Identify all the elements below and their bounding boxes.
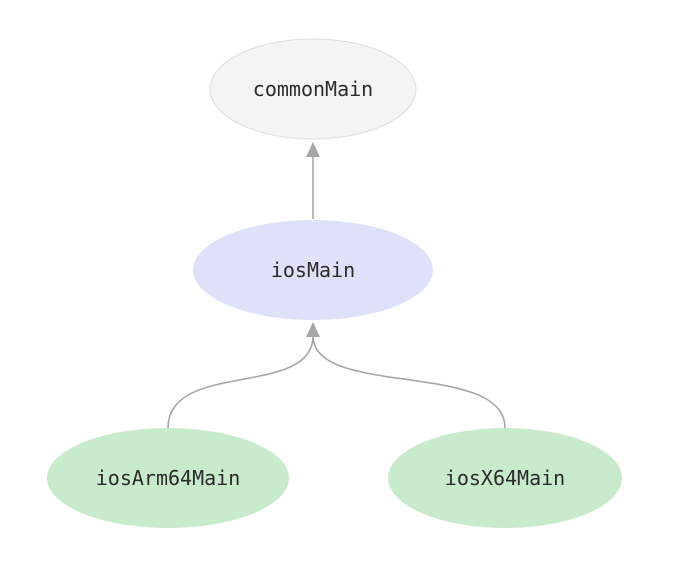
node-ios-x64-main[interactable]: iosX64Main xyxy=(388,428,622,528)
arrowhead-iosmain xyxy=(306,322,320,337)
node-ios-arm64-main-shape xyxy=(47,428,289,528)
arrowhead-commonmain xyxy=(306,142,320,157)
node-ios-main-label: iosMain xyxy=(271,258,355,282)
node-ios-main-shape xyxy=(193,220,433,320)
edges xyxy=(167,142,506,429)
node-common-main-label: commonMain xyxy=(253,77,373,101)
node-ios-arm64-main-label: iosArm64Main xyxy=(96,466,241,490)
node-common-main-shape xyxy=(209,38,417,140)
edge-iosarm64main-to-iosmain xyxy=(167,335,314,429)
node-ios-arm64-main[interactable]: iosArm64Main xyxy=(47,428,289,528)
node-ios-x64-main-label: iosX64Main xyxy=(445,466,565,490)
node-ios-main[interactable]: iosMain xyxy=(193,220,433,320)
node-ios-x64-main-shape xyxy=(388,428,622,528)
edge-iosx64main-to-iosmain xyxy=(312,335,506,429)
node-common-main[interactable]: commonMain xyxy=(209,38,417,140)
